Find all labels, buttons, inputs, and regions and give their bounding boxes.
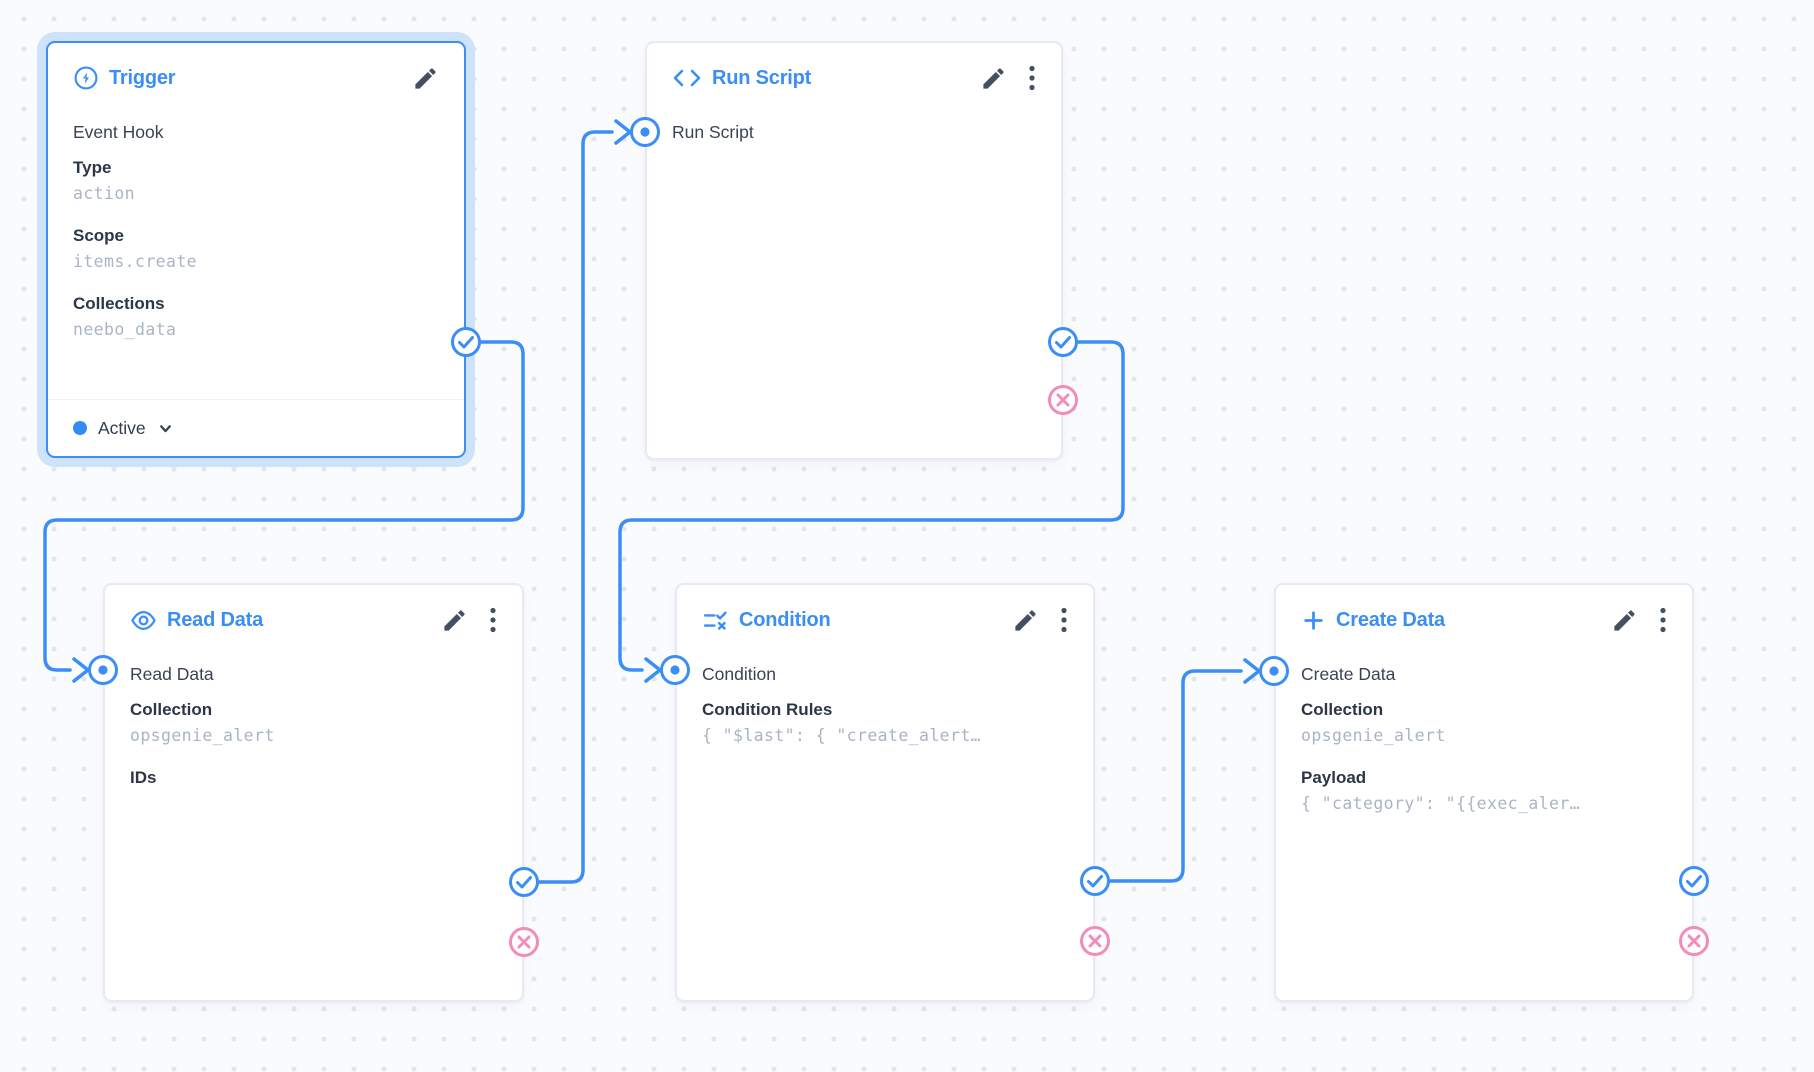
arrowhead-icon [1243, 658, 1261, 684]
edit-icon[interactable] [441, 607, 468, 634]
node-title: Read Data [167, 608, 264, 631]
field-value: { "category": "{{exec_aler… [1301, 794, 1581, 813]
node-title: Run Script [712, 66, 812, 89]
code-icon [673, 69, 701, 87]
field-value: neebo_data [73, 320, 177, 339]
field-label: Collection [1301, 700, 1384, 719]
field-label: Collection [130, 700, 213, 719]
field-label: Collections [73, 294, 165, 313]
field-value: items.create [73, 252, 198, 271]
bolt-circle-icon [74, 66, 98, 90]
trigger-type: Event Hook [73, 122, 164, 142]
field-value: opsgenie_alert [1301, 726, 1446, 745]
operation-name: Condition [702, 664, 776, 684]
connection-read-data-to-run-script [537, 130, 614, 884]
kebab-menu-icon[interactable] [1060, 606, 1068, 634]
arrowhead-icon [644, 657, 662, 683]
edit-icon[interactable] [412, 65, 439, 92]
field-value: { "$last": { "create_alert… [702, 726, 982, 745]
kebab-menu-icon[interactable] [1659, 606, 1667, 634]
field-label: IDs [130, 768, 157, 787]
status-label: Active [98, 417, 146, 438]
arrowhead-icon [72, 657, 90, 683]
operation-name: Run Script [672, 122, 754, 142]
field-label: Type [73, 158, 112, 177]
node-title: Create Data [1336, 608, 1445, 631]
kebab-menu-icon[interactable] [489, 606, 497, 634]
eye-icon [131, 610, 156, 630]
edit-icon[interactable] [980, 65, 1007, 92]
kebab-menu-icon[interactable] [1028, 64, 1036, 92]
node-condition[interactable]: Condition Condition Condition Rules { "$… [675, 583, 1095, 1002]
plus-icon [1304, 610, 1323, 630]
node-title: Condition [739, 608, 831, 631]
field-value: action [73, 184, 136, 203]
rule-icon [703, 611, 727, 630]
node-run-script[interactable]: Run Script Run Script [645, 41, 1063, 460]
node-read-data[interactable]: Read Data Read Data Collection opsgenie_… [103, 583, 524, 1002]
arrowhead-icon [614, 119, 632, 145]
node-title: Trigger [109, 66, 176, 89]
active-status-dot [73, 421, 87, 435]
field-label: Payload [1301, 768, 1367, 787]
field-label: Scope [73, 226, 125, 245]
operation-name: Read Data [130, 664, 214, 684]
connection-condition-to-create-data [1108, 669, 1243, 883]
operation-name: Create Data [1301, 664, 1396, 684]
node-create-data[interactable]: Create Data Create Data Collection opsge… [1274, 583, 1694, 1002]
field-label: Condition Rules [702, 700, 833, 719]
chevron-down-icon [159, 424, 171, 432]
edit-icon[interactable] [1012, 607, 1039, 634]
status-toggle[interactable]: Active [48, 399, 464, 456]
field-value: opsgenie_alert [130, 726, 275, 745]
node-trigger[interactable]: Trigger Event Hook Type action Scope ite… [46, 41, 466, 458]
edit-icon[interactable] [1611, 607, 1638, 634]
